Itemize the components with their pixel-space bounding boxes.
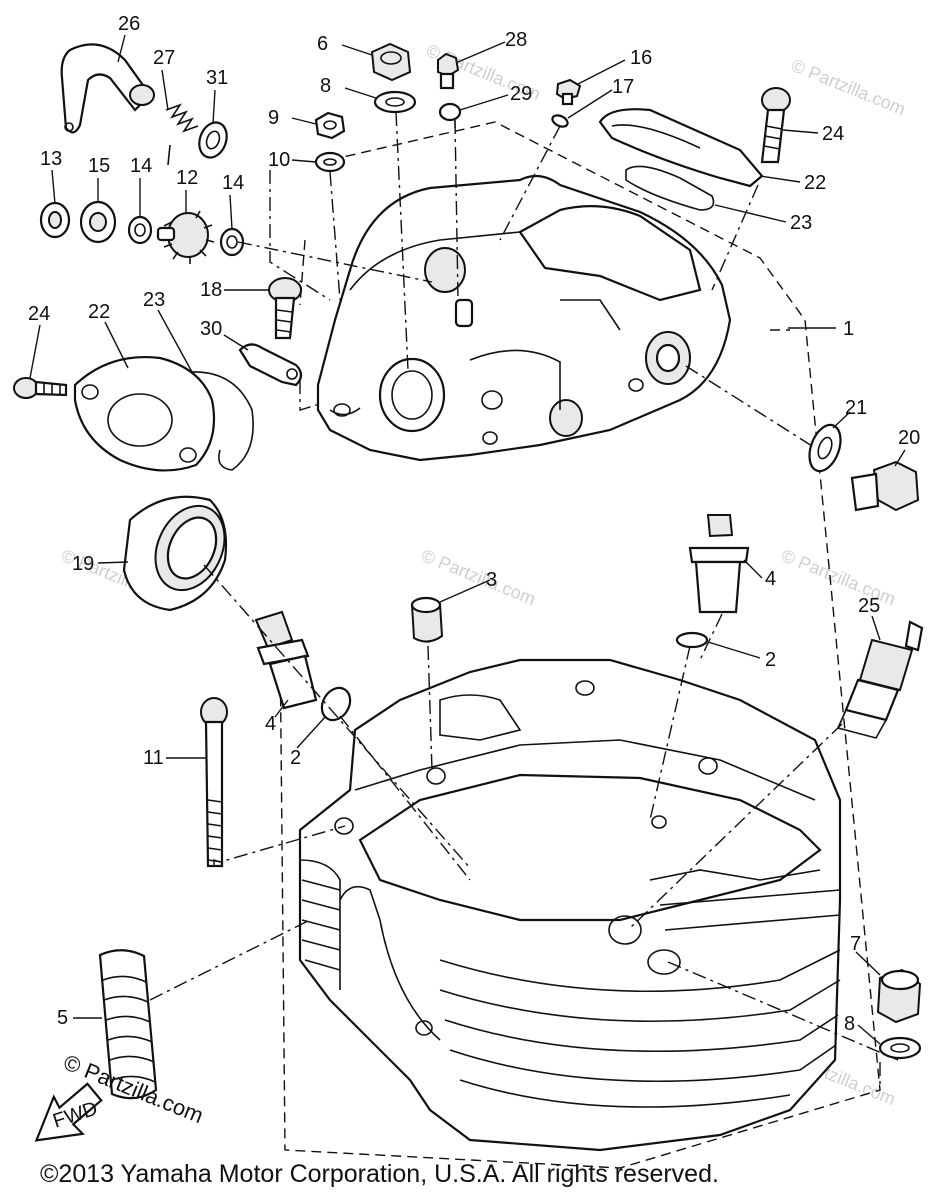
cylinder-head-lower-part [298,658,842,1152]
callout-14: 14 [222,172,244,194]
spark-plug-part [836,620,924,739]
stud-bolt-part [98,949,158,1100]
callout-27: 27 [153,47,175,69]
callout-18: 18 [200,279,222,301]
washer-part [878,1036,922,1060]
callout-22: 22 [88,301,110,323]
callout-29: 29 [510,83,532,105]
callout-23: 23 [143,289,165,311]
washer-part [373,90,417,114]
callout-24: 24 [822,123,844,145]
copyright-notice: ©2013 Yamaha Motor Corporation, U.S.A. A… [40,1160,719,1188]
bolt-part [13,377,68,399]
callout-26: 26 [118,13,140,35]
bolt-part [555,78,582,106]
cylinder-head-upper-part [316,174,732,462]
callout-12: 12 [176,167,198,189]
bracket-part [238,343,303,387]
nut-part [370,42,412,82]
callout-9: 9 [268,107,279,129]
callout-14: 14 [130,155,152,177]
valve-guide-part [254,610,318,710]
callout-2: 2 [765,649,776,671]
callout-5: 5 [57,1007,68,1029]
callout-24: 24 [28,303,50,325]
callout-4: 4 [265,713,276,735]
callout-7: 7 [850,933,861,955]
callout-10: 10 [268,149,290,171]
washer-part [808,423,842,473]
callout-21: 21 [845,397,867,419]
callout-22: 22 [804,172,826,194]
leader-lines [29,34,906,1090]
cover-part [73,356,216,472]
watermark-text: © Partzilla.com [789,55,909,119]
callout-25: 25 [858,595,880,617]
o-ring-part [320,686,352,722]
bolt-part [760,87,791,164]
valve-guide-part [688,514,750,614]
watermark-text: © Partzilla.com [779,545,899,609]
cover-part [598,108,764,188]
oil-seal-part [198,121,228,159]
callout-28: 28 [505,29,527,51]
bolt-part [268,277,302,340]
end-cap-part [122,495,228,612]
plug-bolt-part [437,52,460,90]
callout-labels: 26 27 31 13 15 14 12 14 6 28 8 29 9 10 1… [28,13,920,1035]
dowel-pin-part [410,596,444,643]
o-ring-part [551,114,569,128]
callout-8: 8 [320,75,331,97]
callout-13: 13 [40,148,62,170]
callout-16: 16 [630,47,652,69]
o-ring-part [438,102,462,122]
callout-19: 19 [72,553,94,575]
o-ring-part [675,631,709,649]
callout-4: 4 [765,568,776,590]
callout-11: 11 [143,747,164,769]
callout-2: 2 [290,747,301,769]
callout-3: 3 [486,569,497,591]
callout-1: 1 [843,318,854,340]
spring-part [165,103,199,166]
gasket-part [625,165,715,211]
forward-arrow-icon: FWD [34,1082,103,1142]
callout-23: 23 [790,212,812,234]
callout-31: 31 [206,67,228,89]
plug-part [850,460,920,512]
decompression-lever-part [60,43,155,134]
washer-part [314,151,346,173]
callout-17: 17 [612,76,634,98]
nut-part [314,111,346,140]
callout-20: 20 [898,427,920,449]
washer-part [127,215,153,245]
callout-8: 8 [844,1013,855,1035]
callout-6: 6 [317,33,328,55]
gasket-part [189,371,254,471]
cap-part [39,201,71,239]
bolt-part [200,697,228,868]
bushing-part [79,200,117,244]
gear-part [156,210,215,264]
callout-30: 30 [200,318,222,340]
cap-plug-part [876,968,922,1024]
callout-15: 15 [88,155,110,177]
